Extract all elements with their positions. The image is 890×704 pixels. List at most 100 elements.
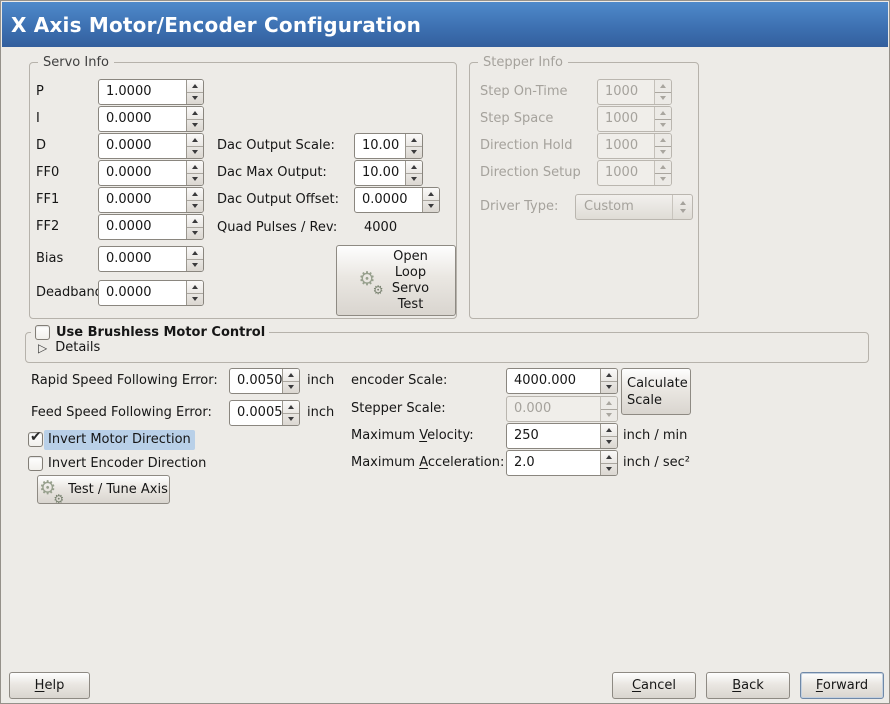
back-button[interactable]: Back [706, 672, 790, 699]
feed-error-spinbox[interactable]: 0.0005 [229, 400, 300, 426]
rapid-error-value[interactable]: 0.0050 [237, 373, 282, 388]
dac-output-offset-spinbox[interactable]: 0.0000 [354, 187, 440, 213]
ff1-value[interactable]: 0.0000 [106, 192, 152, 207]
encoder-scale-label: encoder Scale: [351, 373, 448, 388]
brushless-frame: Use Brushless Motor Control ▷ Details [25, 325, 869, 363]
direction-setup-label: Direction Setup [480, 165, 581, 180]
stepper-info-legend: Stepper Info [478, 54, 568, 71]
spin-up-button[interactable] [601, 369, 617, 382]
spin-up-button[interactable] [283, 369, 299, 382]
dac-output-scale-value[interactable]: 10.00 [362, 138, 400, 153]
i-value[interactable]: 0.0000 [106, 111, 152, 126]
spin-down-button[interactable] [187, 201, 203, 213]
d-value[interactable]: 0.0000 [106, 138, 152, 153]
ff0-value[interactable]: 0.0000 [106, 165, 152, 180]
spin-up-button[interactable] [187, 188, 203, 201]
ff1-spinbox[interactable]: 0.0000 [98, 187, 204, 213]
spin-up-button[interactable] [187, 281, 203, 294]
dac-output-scale-label: Dac Output Scale: [217, 138, 335, 153]
rapid-error-spinbox[interactable]: 0.0050 [229, 368, 300, 394]
gears-icon [39, 478, 64, 506]
invert-motor-checkbox[interactable] [28, 429, 43, 447]
spin-down-button[interactable] [601, 382, 617, 394]
use-brushless-checkbox[interactable] [35, 325, 50, 340]
deadband-spinbox[interactable]: 0.0000 [98, 280, 204, 306]
spin-up-button [655, 80, 671, 93]
max-velocity-label: Maximum Velocity: [351, 428, 474, 443]
spin-up-button[interactable] [406, 161, 422, 174]
calculate-scale-button[interactable]: Calculate Scale [621, 368, 691, 415]
dac-max-output-value[interactable]: 10.00 [362, 165, 400, 180]
spin-down-button [655, 93, 671, 105]
forward-button[interactable]: Forward [800, 672, 884, 699]
forward-button-label: Forward [815, 678, 869, 693]
max-velocity-spinbox[interactable]: 250 [506, 423, 618, 449]
spin-down-button[interactable] [423, 201, 439, 213]
spin-down-button[interactable] [187, 147, 203, 159]
cancel-button-label: Cancel [631, 678, 677, 693]
spin-up-button[interactable] [601, 451, 617, 464]
feed-error-value[interactable]: 0.0005 [237, 405, 282, 420]
spin-up-button[interactable] [187, 161, 203, 174]
help-button[interactable]: Help [9, 672, 90, 699]
bias-spinbox[interactable]: 0.0000 [98, 246, 204, 272]
open-loop-servo-test-button[interactable]: Open Loop Servo Test [336, 245, 456, 316]
max-velocity-value[interactable]: 250 [514, 428, 539, 443]
quad-pulses-value: 4000 [364, 220, 398, 235]
dac-output-scale-spinbox[interactable]: 10.00 [354, 133, 423, 159]
spin-down-button[interactable] [187, 93, 203, 105]
cancel-button[interactable]: Cancel [612, 672, 696, 699]
spin-up-button[interactable] [283, 401, 299, 414]
d-label: D [36, 138, 47, 153]
spin-down-button[interactable] [283, 414, 299, 426]
help-button-label: Help [34, 678, 65, 693]
spin-up-button[interactable] [187, 134, 203, 147]
spin-down-button[interactable] [187, 228, 203, 240]
spin-up-button[interactable] [406, 134, 422, 147]
p-spinbox[interactable]: 1.0000 [98, 79, 204, 105]
dac-output-offset-value[interactable]: 0.0000 [362, 192, 408, 207]
details-expander[interactable]: ▷ Details [38, 340, 100, 355]
spin-down-button[interactable] [406, 147, 422, 159]
invert-encoder-checkbox[interactable] [28, 456, 43, 471]
test-tune-axis-button[interactable]: Test / Tune Axis [37, 475, 170, 506]
dac-max-output-label: Dac Max Output: [217, 165, 327, 180]
spin-down-button[interactable] [187, 260, 203, 272]
driver-type-label: Driver Type: [480, 199, 559, 214]
encoder-scale-spinbox[interactable]: 4000.000 [506, 368, 618, 394]
spin-down-button[interactable] [601, 437, 617, 449]
bias-value[interactable]: 0.0000 [106, 251, 152, 266]
gears-icon [359, 269, 384, 297]
spin-down-button[interactable] [406, 174, 422, 186]
invert-encoder-label[interactable]: Invert Encoder Direction [48, 456, 207, 471]
spin-down-button[interactable] [187, 294, 203, 306]
quad-pulses-label: Quad Pulses / Rev: [217, 220, 338, 235]
encoder-scale-value[interactable]: 4000.000 [514, 373, 577, 388]
max-acceleration-spinbox[interactable]: 2.0 [506, 450, 618, 476]
spin-down-button[interactable] [187, 120, 203, 132]
dac-max-output-spinbox[interactable]: 10.00 [354, 160, 423, 186]
deadband-value[interactable]: 0.0000 [106, 285, 152, 300]
spin-up-button[interactable] [187, 107, 203, 120]
spin-up-button[interactable] [187, 215, 203, 228]
ff0-spinbox[interactable]: 0.0000 [98, 160, 204, 186]
ff2-spinbox[interactable]: 0.0000 [98, 214, 204, 240]
spin-up-button[interactable] [187, 80, 203, 93]
direction-hold-label: Direction Hold [480, 138, 573, 153]
spin-up-button[interactable] [601, 424, 617, 437]
spin-up-button[interactable] [423, 188, 439, 201]
max-acceleration-value[interactable]: 2.0 [514, 455, 535, 470]
ff2-value[interactable]: 0.0000 [106, 219, 152, 234]
spin-down-button[interactable] [601, 464, 617, 476]
invert-motor-label[interactable]: Invert Motor Direction [44, 430, 195, 450]
p-value[interactable]: 1.0000 [106, 84, 152, 99]
spin-down-button[interactable] [187, 174, 203, 186]
stepper-scale-label: Stepper Scale: [351, 401, 446, 416]
spin-down-button[interactable] [283, 382, 299, 394]
spin-up-button[interactable] [187, 247, 203, 260]
i-spinbox[interactable]: 0.0000 [98, 106, 204, 132]
d-spinbox[interactable]: 0.0000 [98, 133, 204, 159]
spin-down-button [601, 410, 617, 422]
step-on-time-value: 1000 [605, 84, 639, 99]
use-brushless-label[interactable]: Use Brushless Motor Control [56, 325, 266, 340]
